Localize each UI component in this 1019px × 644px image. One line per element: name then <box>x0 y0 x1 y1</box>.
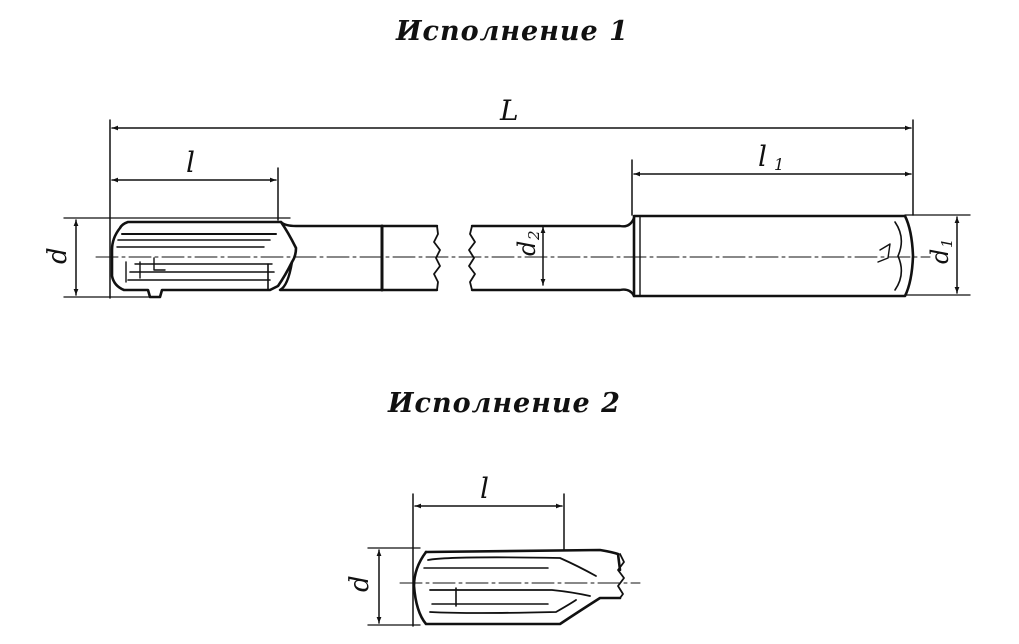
label-l1: l <box>758 140 767 173</box>
label-l1-subscript: 1 <box>774 155 784 174</box>
shank-outline <box>632 214 915 298</box>
variant-2-title: Исполнение 2 <box>388 388 621 419</box>
label-d1: d <box>926 249 954 264</box>
label-d2-subscript: 2 <box>525 230 543 241</box>
label-d: d <box>345 575 375 592</box>
flute-line <box>427 556 597 577</box>
flute-line <box>429 589 591 597</box>
variant-1-title: Исполнение 1 <box>396 16 629 47</box>
label-d1-subscript: 1 <box>938 238 956 248</box>
break-edge <box>617 553 625 599</box>
break-edge <box>468 225 476 291</box>
shank-neck-outline <box>470 288 636 298</box>
center-hole <box>877 243 891 263</box>
neck-outline <box>278 260 439 292</box>
cutting-head-outline <box>424 548 622 572</box>
center-hole <box>894 221 903 291</box>
flute-edge <box>125 257 166 283</box>
label-L: L <box>499 94 519 127</box>
cutting-head-outline <box>412 550 622 626</box>
label-l: l <box>480 472 489 505</box>
neck-outline <box>279 220 439 228</box>
label-d2: d <box>513 241 541 256</box>
variant-1-drawing <box>63 119 971 299</box>
shank-neck-outline <box>470 216 636 228</box>
label-d: d <box>43 247 73 264</box>
flute-line <box>429 599 577 614</box>
variant-2-drawing <box>367 493 641 627</box>
label-l: l <box>186 146 195 179</box>
break-edge <box>433 225 441 291</box>
